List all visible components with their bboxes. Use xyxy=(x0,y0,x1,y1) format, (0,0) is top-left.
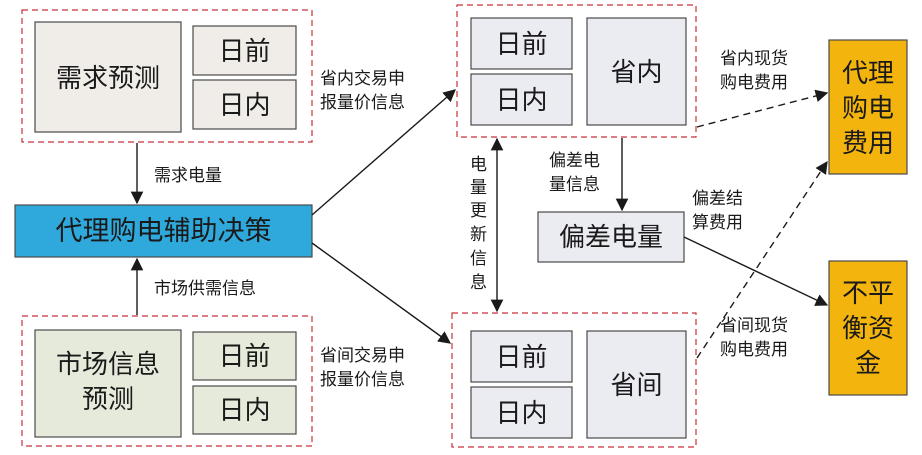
market-day-ahead-box xyxy=(192,331,297,381)
volume-update-char: 新 xyxy=(470,225,487,245)
provincial-title: 省内 xyxy=(610,58,662,88)
interprovincial-group-border xyxy=(451,312,697,448)
provincial-day-ahead-label: 日前 xyxy=(495,30,547,60)
interprovincial-spot-label-line2: 购电费用 xyxy=(720,340,788,360)
agency-cost-line2: 购电 xyxy=(842,94,894,124)
market-intraday-label: 日内 xyxy=(218,396,270,426)
volume-update-char: 息 xyxy=(470,273,487,293)
market-forecast-title-line1: 市场信息 xyxy=(56,350,160,380)
market-day-ahead-label: 日前 xyxy=(218,342,270,372)
deviation-to-imbalance-arrow xyxy=(683,236,829,306)
demand-forecast-box xyxy=(34,21,182,133)
interprovincial-bid-label-line1: 省间交易申 xyxy=(320,346,405,366)
provincial-spot-label-line1: 省内现货 xyxy=(720,49,788,69)
provincial-bid-label-line2: 报量价信息 xyxy=(320,93,405,113)
deviation-volume-node: 偏差电量 xyxy=(537,211,685,263)
market-group-border xyxy=(21,315,313,447)
provincial-day-ahead-box xyxy=(470,17,573,70)
interprovincial-spot-label-line1: 省间现货 xyxy=(720,316,788,336)
demand-intraday-label: 日内 xyxy=(218,91,270,121)
volume-update-label: 电 量 更 新 信 息 xyxy=(470,155,487,293)
volume-update-char: 信 xyxy=(470,249,487,269)
deviation-info-label-line1: 偏差电 xyxy=(549,151,600,171)
agency-cost-node: 代理 购电 费用 xyxy=(828,39,908,175)
imbalance-fund-line3: 金 xyxy=(855,349,881,379)
volume-update-char: 量 xyxy=(470,178,487,198)
deviation-settle-label-line2: 算费用 xyxy=(692,213,743,233)
center-to-provincial-arrow xyxy=(311,89,456,216)
provincial-spot-label-line2: 购电费用 xyxy=(720,73,788,93)
interprovincial-title: 省间 xyxy=(610,371,662,401)
market-forecast-group: 市场信息 预测 日前 日内 xyxy=(21,315,313,447)
agency-cost-box xyxy=(828,39,908,175)
interprovincial-market-group: 日前 日内 省间 xyxy=(451,312,697,448)
demand-volume-label: 需求电量 xyxy=(154,166,222,186)
decision-center-box xyxy=(14,204,313,258)
imbalance-fund-line1: 不平 xyxy=(842,279,894,309)
imbalance-fund-box xyxy=(828,260,908,396)
imbalance-fund-line2: 衡资 xyxy=(842,314,894,344)
provincial-intraday-label: 日内 xyxy=(495,86,547,116)
interprovincial-spot-cost-arrow xyxy=(696,160,828,359)
provincial-market-group: 日前 日内 省内 xyxy=(456,4,697,138)
market-forecast-box xyxy=(34,329,182,438)
interprovincial-intraday-label: 日内 xyxy=(495,399,547,429)
volume-update-char: 更 xyxy=(470,201,487,221)
provincial-group-border xyxy=(456,4,697,138)
demand-intraday-box xyxy=(192,79,297,130)
deviation-settle-label-line1: 偏差结 xyxy=(692,189,743,209)
interprovincial-day-ahead-box xyxy=(470,330,573,383)
market-supply-demand-label: 市场供需信息 xyxy=(154,279,256,299)
imbalance-fund-node: 不平 衡资 金 xyxy=(828,260,908,396)
interprovincial-box xyxy=(586,330,687,439)
interprovincial-bid-label-line2: 报量价信息 xyxy=(320,370,405,390)
provincial-spot-cost-arrow xyxy=(696,89,829,128)
agency-cost-line3: 费用 xyxy=(842,129,894,159)
interprovincial-intraday-box xyxy=(470,386,573,439)
demand-group-border xyxy=(21,9,313,143)
volume-update-char: 电 xyxy=(470,155,487,175)
market-intraday-box xyxy=(192,385,297,435)
demand-day-ahead-box xyxy=(192,25,297,76)
market-forecast-title-line2: 预测 xyxy=(82,385,134,415)
center-to-interprovincial-arrow xyxy=(311,242,452,344)
deviation-info-label-line2: 量信息 xyxy=(549,175,600,195)
provincial-box xyxy=(586,17,687,126)
deviation-volume-title: 偏差电量 xyxy=(559,223,663,253)
demand-forecast-title: 需求预测 xyxy=(56,64,160,94)
provincial-bid-label-line1: 省内交易申 xyxy=(320,69,405,89)
agency-cost-line1: 代理 xyxy=(842,59,894,89)
demand-day-ahead-label: 日前 xyxy=(218,37,270,67)
interprovincial-day-ahead-label: 日前 xyxy=(495,343,547,373)
deviation-volume-box xyxy=(537,211,685,263)
demand-forecast-group: 需求预测 日前 日内 xyxy=(21,9,313,143)
decision-center-node: 代理购电辅助决策 xyxy=(14,204,313,258)
provincial-intraday-box xyxy=(470,73,573,126)
decision-center-title: 代理购电辅助决策 xyxy=(56,216,272,247)
